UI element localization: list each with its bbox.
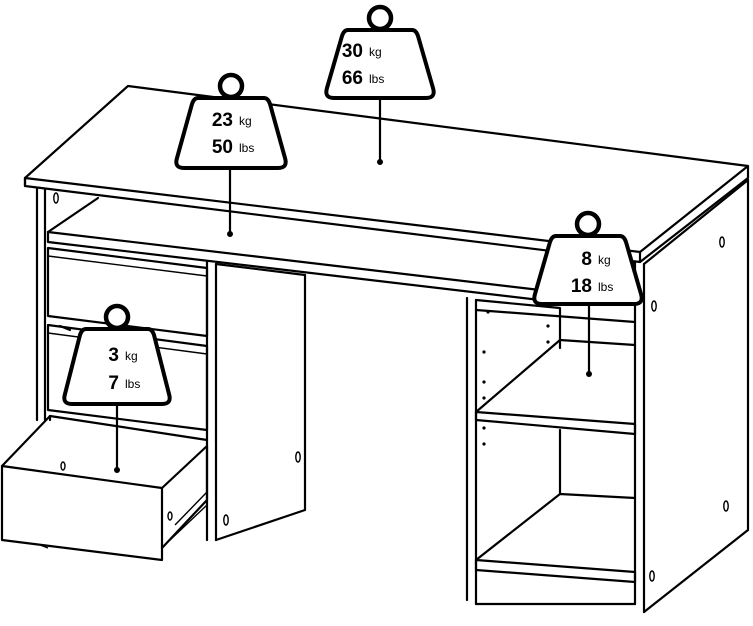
weight-kg-value: 23 <box>212 110 233 131</box>
svg-text:3: 3 <box>108 345 119 366</box>
weight-lbs-unit: lbs <box>598 280 613 294</box>
bottom-shelf <box>474 492 637 562</box>
weight-lbs-value: 7 <box>108 373 119 394</box>
desk-illustration <box>0 84 750 614</box>
weight-ring-icon <box>103 303 131 331</box>
keyboard-shelf <box>46 196 100 234</box>
weight-lbs-unit: lbs <box>239 141 254 155</box>
weight-ring-icon <box>574 210 602 238</box>
svg-text:8: 8 <box>581 249 592 270</box>
weight-kg-unit: kg <box>369 45 382 59</box>
weight-kg-unit: kg <box>598 253 611 267</box>
weight-ring-icon <box>366 4 394 32</box>
svg-text:50: 50 <box>212 137 233 158</box>
svg-text:23: 23 <box>212 110 233 131</box>
svg-text:66: 66 <box>342 68 363 89</box>
svg-text:7: 7 <box>108 373 119 394</box>
weight-indicator-drawer: 3 kg 7 lbs <box>62 303 172 473</box>
weight-indicator-side-shelf: 8 kg 18 lbs <box>532 210 644 377</box>
open-drawer <box>0 414 209 468</box>
weight-icon <box>62 327 172 406</box>
weight-icon <box>324 28 436 100</box>
weight-lbs-unit: lbs <box>125 377 140 391</box>
weight-lbs-value: 50 <box>212 137 233 158</box>
weight-icon <box>532 234 644 306</box>
weight-kg-unit: kg <box>125 349 138 363</box>
weight-lbs-unit: lbs <box>369 72 384 86</box>
weight-indicator-keyboard-shelf: 23 kg 50 lbs <box>174 72 288 237</box>
weight-ring-icon <box>217 72 245 100</box>
weight-kg-unit: kg <box>239 114 252 128</box>
weight-lbs-value: 18 <box>571 276 592 297</box>
svg-text:18: 18 <box>571 276 592 297</box>
upper-drawer <box>46 246 209 338</box>
desk-top <box>23 84 750 264</box>
weight-kg-value: 3 <box>108 345 119 366</box>
weight-indicator-top: 30 kg 66 lbs <box>324 4 436 165</box>
weight-lbs-value: 66 <box>342 68 363 89</box>
middle-shelf <box>474 338 637 414</box>
weight-icon <box>174 96 288 170</box>
svg-text:30: 30 <box>342 41 363 62</box>
weight-kg-value: 8 <box>581 249 592 270</box>
weight-kg-value: 30 <box>342 41 363 62</box>
